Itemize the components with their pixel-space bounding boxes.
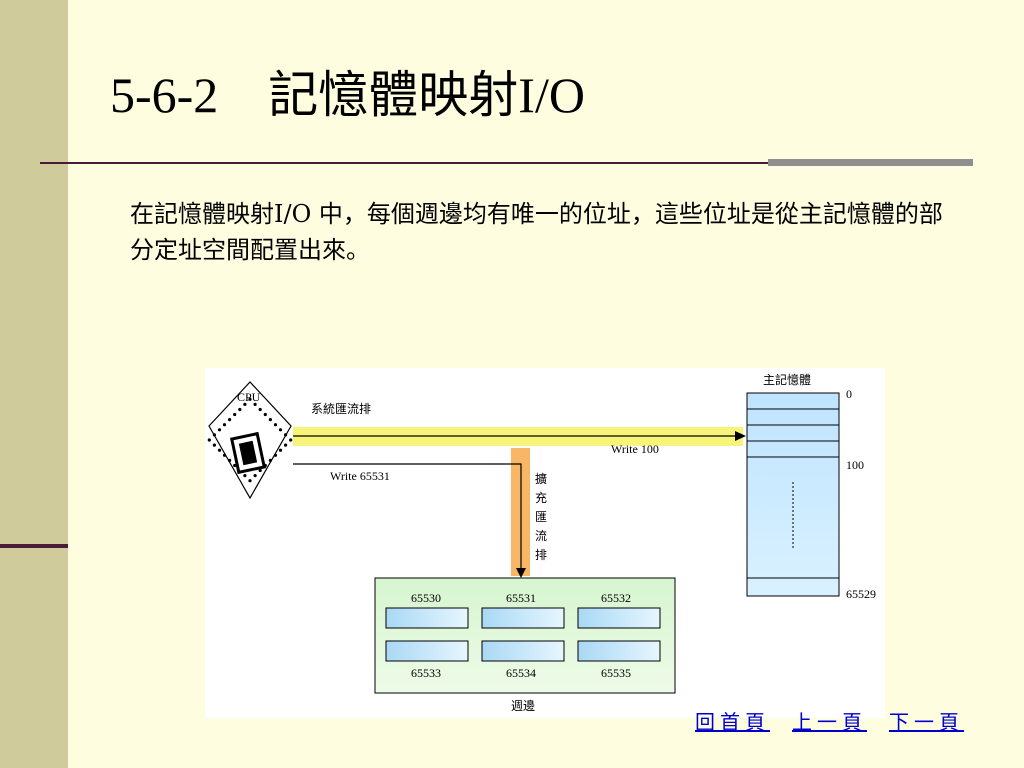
- port-65530: 65530: [411, 591, 441, 605]
- memory-mapped-io-diagram: CPU 系統匯流排 Write 100 Write 65531 擴 充 匯 流 …: [205, 368, 885, 718]
- sidebar-bar: [0, 0, 68, 768]
- svg-text:充: 充: [535, 490, 547, 505]
- expansion-bus-label: 擴 充 匯 流 排: [535, 471, 547, 562]
- cpu-chip-icon: [207, 381, 293, 500]
- port-65534: 65534: [506, 666, 536, 680]
- memory-address-0: 0: [846, 387, 852, 401]
- peripheral-ports: [385, 607, 661, 662]
- svg-text:擴: 擴: [535, 471, 547, 486]
- prev-page-link[interactable]: 上一頁: [792, 710, 867, 734]
- title-accent-bar: [768, 159, 973, 166]
- body-text: 在記憶體映射I/O 中，每個週邊均有唯一的位址，這些位址是從主記憶體的部分定址空…: [130, 200, 943, 264]
- memory-address-100: 100: [846, 458, 864, 472]
- write-100-label: Write 100: [611, 442, 659, 456]
- main-memory: [746, 392, 840, 597]
- cpu-label: CPU: [237, 390, 261, 404]
- peripheral-label: 週邊: [511, 699, 535, 713]
- peripheral-box: [374, 577, 676, 694]
- title-divider: [40, 162, 780, 164]
- svg-text:匯: 匯: [535, 510, 547, 524]
- port-65531: 65531: [506, 591, 536, 605]
- port-65533: 65533: [411, 666, 441, 680]
- memory-address-65529: 65529: [846, 587, 876, 601]
- slide-navigation: 回首頁 上一頁 下一頁: [695, 706, 964, 735]
- svg-text:排: 排: [535, 548, 547, 562]
- sidebar-tick: [0, 544, 68, 548]
- system-bus-label: 系統匯流排: [311, 402, 371, 416]
- slide-title: 5-6-2 記憶體映射I/O: [110, 67, 585, 123]
- port-65535: 65535: [601, 666, 631, 680]
- write-65531-label: Write 65531: [330, 469, 390, 483]
- next-page-link[interactable]: 下一頁: [889, 710, 964, 734]
- memory-label: 主記憶體: [763, 372, 811, 387]
- home-link[interactable]: 回首頁: [695, 710, 770, 734]
- port-65532: 65532: [601, 591, 631, 605]
- svg-text:流: 流: [535, 529, 547, 543]
